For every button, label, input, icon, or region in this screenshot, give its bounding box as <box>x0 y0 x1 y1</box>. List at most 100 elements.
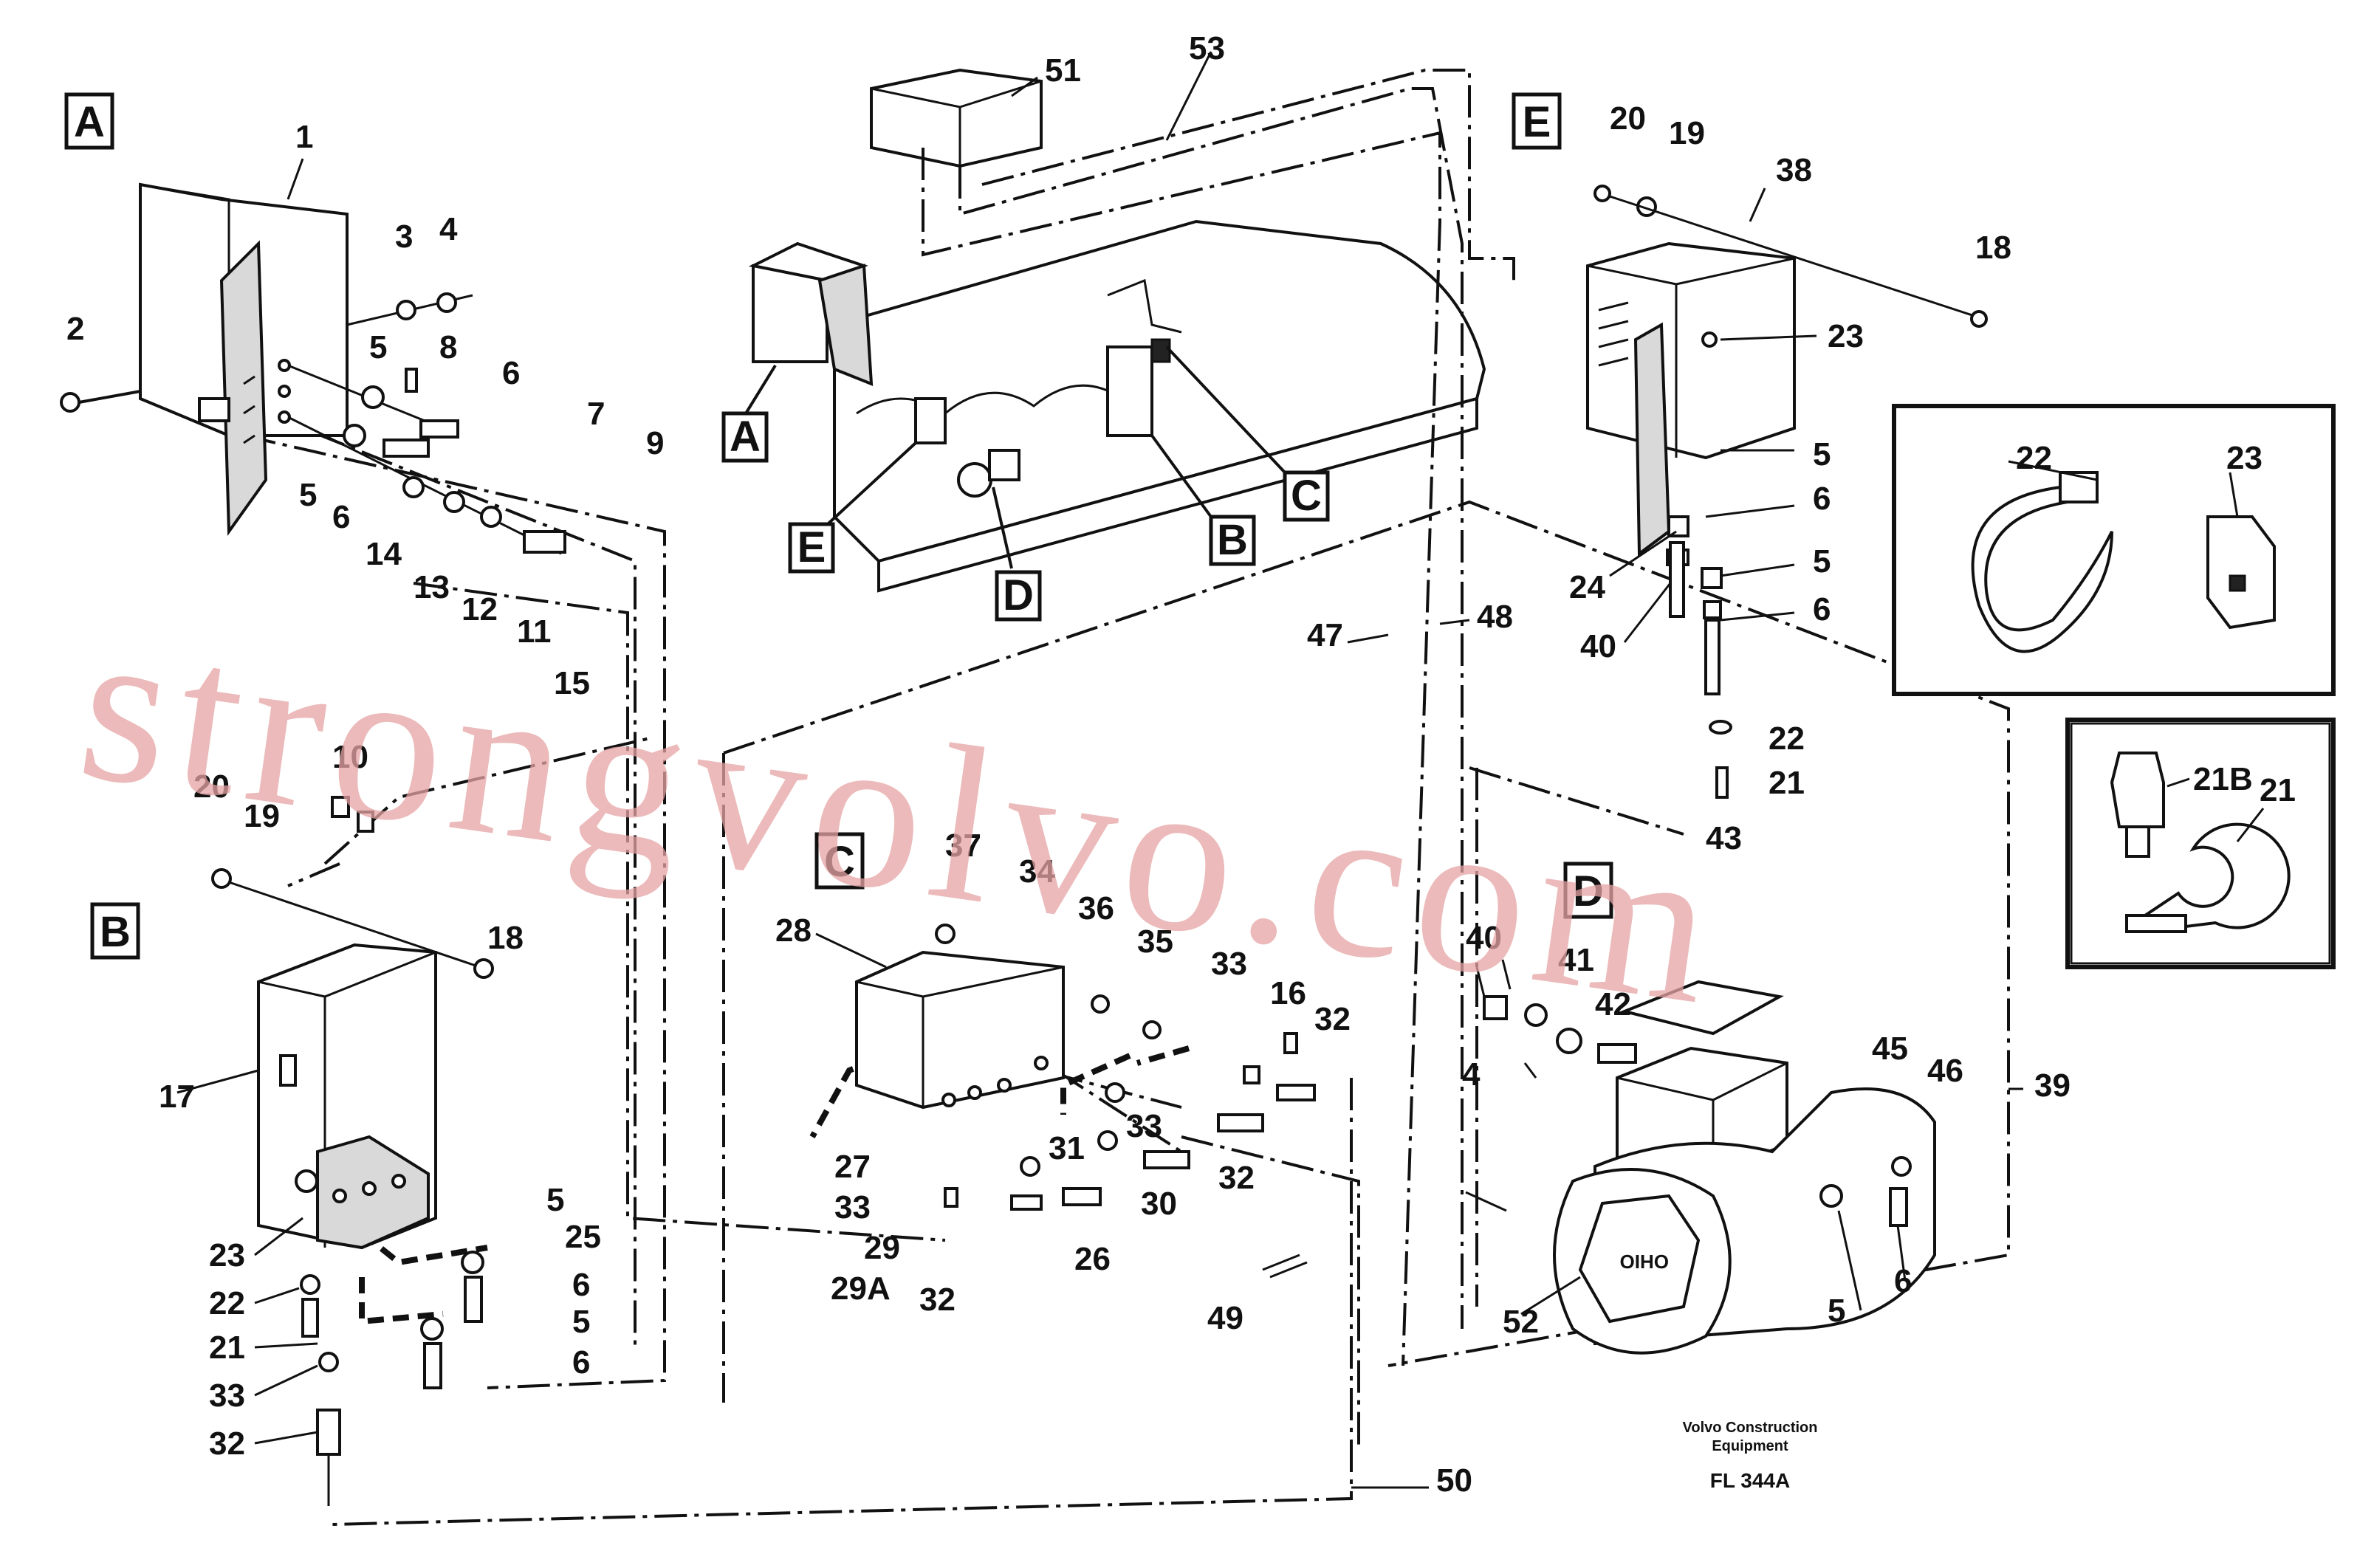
part-label: 23 <box>2226 440 2262 476</box>
part-label: 14 <box>366 536 402 572</box>
callout-letter-b: B <box>1217 516 1248 564</box>
part-label: 5 <box>369 329 387 365</box>
part-label: 25 <box>565 1219 601 1255</box>
part-label: 49 <box>1207 1300 1243 1336</box>
view-c-box <box>855 924 1316 1279</box>
view-e-enclosure <box>1586 185 1988 799</box>
part-label: 36 <box>1078 890 1114 926</box>
footer-company-line1: Volvo Construction <box>1683 1420 1818 1436</box>
view-d-sensor <box>957 462 992 498</box>
view-d-motor: OHIO <box>1475 959 1936 1355</box>
part-label: 32 <box>919 1282 956 1318</box>
part-label: 40 <box>1466 920 1502 956</box>
part-label: 26 <box>1074 1241 1111 1277</box>
part-label: 33 <box>1211 946 1247 982</box>
view-b-relay <box>1106 345 1153 437</box>
footer-drawing-code: FL 344A <box>1710 1469 1790 1492</box>
part-label: 5 <box>1813 543 1831 580</box>
view-letter-e: E <box>1523 98 1551 146</box>
part-label: 12 <box>462 591 498 627</box>
part-label: 6 <box>572 1344 590 1380</box>
part-label: 18 <box>487 920 524 956</box>
part-label: 21 <box>209 1330 245 1366</box>
part-label: 21 <box>1769 765 1805 801</box>
part-label: 24 <box>1569 569 1605 605</box>
view-letter-boxes: A B C D E A B C D E <box>64 92 1613 960</box>
part-label: 16 <box>1270 975 1306 1011</box>
part-label: 5 <box>1813 436 1831 472</box>
part-label: 51 <box>1045 52 1081 89</box>
part-label: 31 <box>1049 1130 1085 1166</box>
view-a-hardware <box>287 292 566 833</box>
part-label: 27 <box>834 1149 871 1185</box>
part-label: 4 <box>1462 1056 1481 1093</box>
part-label: 8 <box>439 329 457 365</box>
part-label: 23 <box>1828 318 1864 354</box>
part-label: 7 <box>587 396 605 432</box>
part-label: 22 <box>2016 440 2052 476</box>
view-e-box-small <box>914 397 947 444</box>
part-label: 2 <box>66 311 84 347</box>
part-label: 38 <box>1776 152 1812 188</box>
part-label: 20 <box>193 768 230 805</box>
part-label: 40 <box>1580 628 1616 664</box>
part-callouts: 1 2 3 4 5 5 6 6 7 8 9 10 11 12 13 14 15 … <box>66 30 2296 1499</box>
part-label: 23 <box>209 1237 245 1273</box>
part-label: 22 <box>209 1285 245 1321</box>
footer: Volvo Construction Equipment FL 344A <box>1683 1420 1818 1492</box>
part-label: 5 <box>1828 1293 1845 1329</box>
part-label: 48 <box>1477 599 1513 635</box>
part-label: 13 <box>414 569 450 605</box>
part-label: 1 <box>295 119 313 155</box>
callout-leaders <box>176 51 2265 1489</box>
central-leaders <box>744 345 1286 569</box>
part-label: 33 <box>209 1378 245 1414</box>
inset-21-21b <box>2065 718 2336 969</box>
part-label: 17 <box>159 1079 195 1115</box>
part-label: 45 <box>1872 1031 1908 1067</box>
part-label: 20 <box>1610 100 1646 137</box>
part-label: 6 <box>572 1267 590 1303</box>
part-label: 47 <box>1307 617 1343 653</box>
view-letter-b: B <box>100 908 131 956</box>
callout-letter-d: D <box>1003 571 1034 619</box>
part-label: 4 <box>439 211 458 247</box>
part-label: 29A <box>831 1270 891 1307</box>
component-51 <box>870 68 1043 168</box>
part-label: 3 <box>395 219 413 255</box>
part-label: 28 <box>775 912 812 949</box>
view-b-enclosure <box>211 868 494 1506</box>
part-label: 42 <box>1595 986 1631 1022</box>
part-label: 5 <box>572 1304 590 1340</box>
part-label: 15 <box>554 665 590 701</box>
part-label: 19 <box>1669 115 1705 151</box>
motor-badge: OHIO <box>1620 1251 1669 1273</box>
part-label: 5 <box>546 1182 564 1218</box>
part-label: 5 <box>299 477 317 513</box>
part-label: 33 <box>1126 1108 1162 1144</box>
inset-22-23 <box>1892 404 2336 696</box>
part-label: 10 <box>332 739 368 775</box>
view-letter-d: D <box>1573 867 1604 915</box>
part-label: 19 <box>244 798 280 834</box>
part-label: 11 <box>517 613 552 650</box>
part-label: 29 <box>864 1230 900 1266</box>
part-label: 32 <box>1314 1001 1351 1037</box>
part-label: 6 <box>332 499 350 535</box>
callout-letter-c: C <box>1291 472 1322 520</box>
part-label: 34 <box>1019 853 1055 890</box>
footer-company-line2: Equipment <box>1712 1438 1788 1454</box>
part-label: 46 <box>1927 1053 1963 1089</box>
part-label: 50 <box>1436 1462 1472 1499</box>
callout-letter-e: E <box>797 523 826 571</box>
part-label: 33 <box>834 1189 871 1225</box>
part-label: 9 <box>646 425 664 461</box>
part-label: 18 <box>1975 230 2011 266</box>
part-label: 22 <box>1769 721 1805 757</box>
view-letter-c: C <box>824 838 855 886</box>
part-label: 41 <box>1558 942 1594 978</box>
part-label: 30 <box>1141 1186 1177 1222</box>
machine-frame-assembly <box>748 219 1486 593</box>
part-label: 21 <box>2260 772 2296 808</box>
